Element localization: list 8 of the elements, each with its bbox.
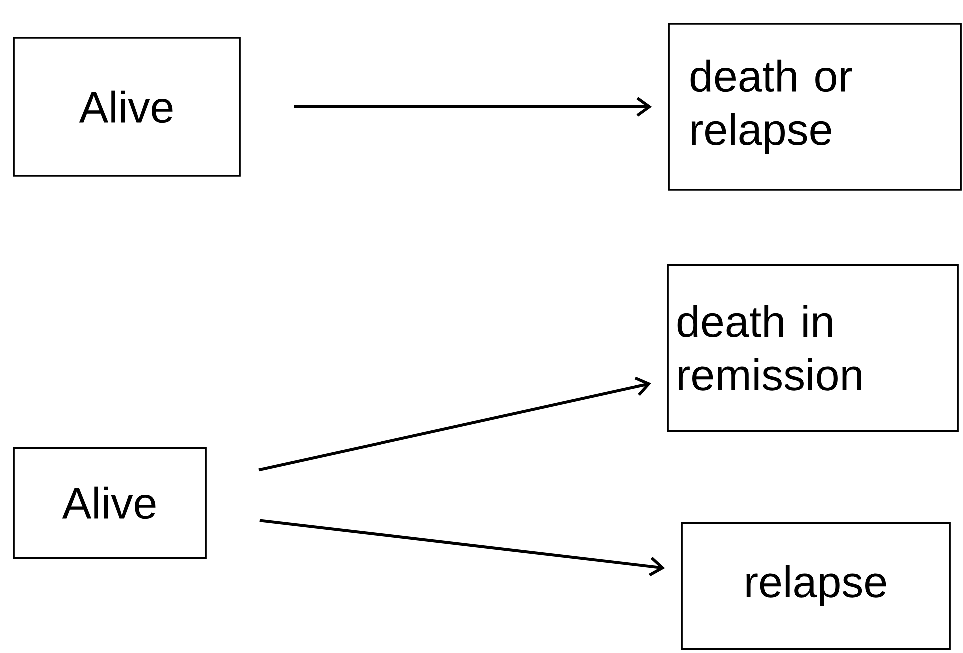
arrow: [258, 376, 652, 472]
state-box: Alive: [13, 447, 207, 559]
arrow: [260, 519, 666, 577]
state-box: death in remission: [667, 264, 959, 432]
state-box: Alive: [13, 37, 241, 177]
state-box: relapse: [681, 522, 951, 650]
state-box: death or relapse: [668, 23, 962, 191]
arrow: [294, 97, 652, 117]
